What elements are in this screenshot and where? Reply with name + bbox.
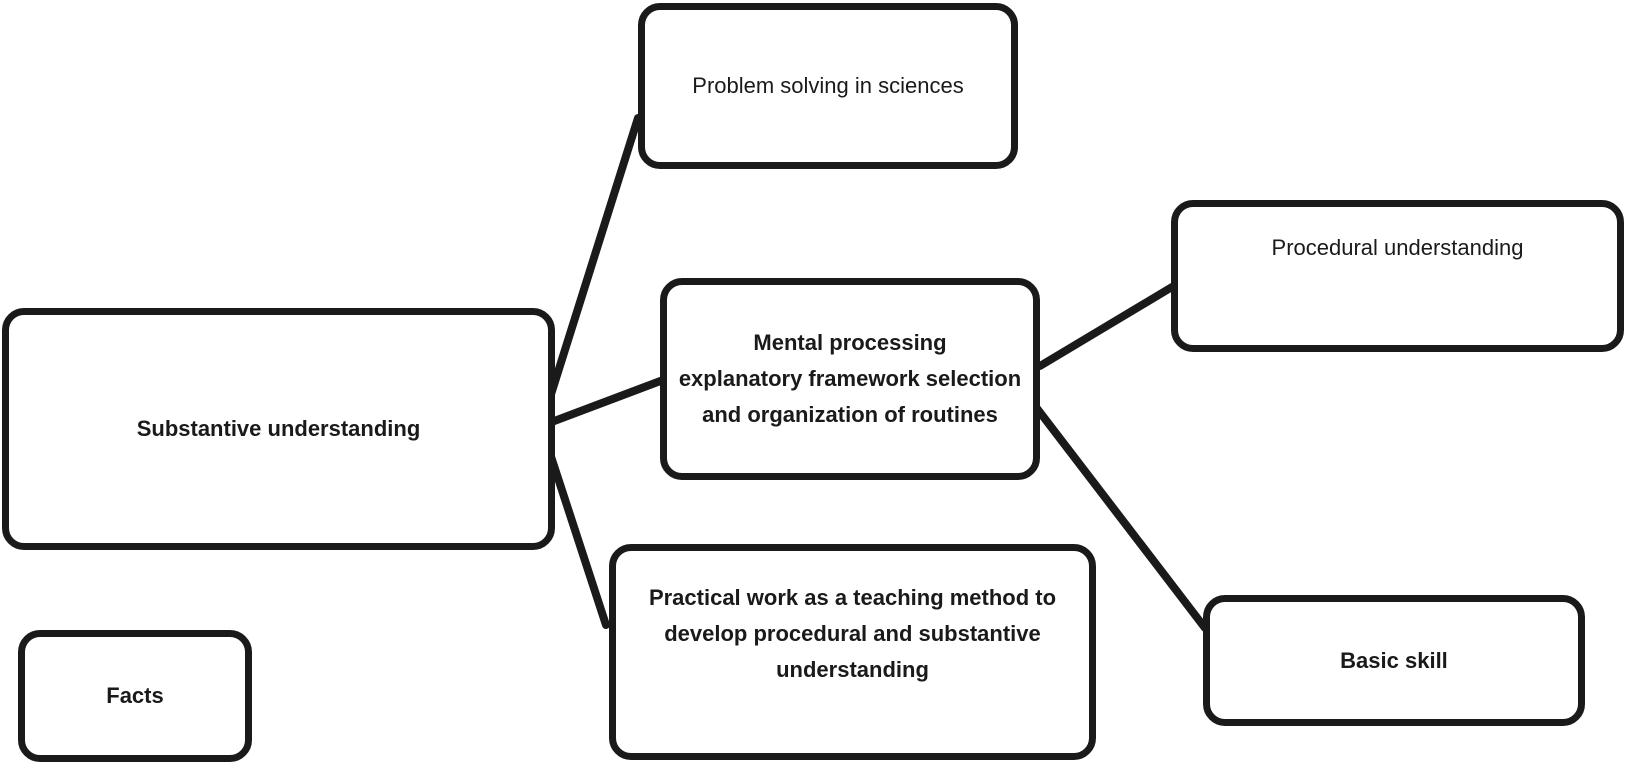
node-basic-skill-label: Basic skill bbox=[1340, 647, 1448, 673]
connector-substantive-to-problem bbox=[537, 114, 642, 430]
node-mental-processing: Mental processing explanatory framework … bbox=[660, 278, 1040, 480]
node-problem-solving: Problem solving in sciences bbox=[638, 3, 1018, 169]
node-procedural-understanding: Procedural understanding bbox=[1171, 200, 1624, 352]
node-facts: Facts bbox=[18, 630, 252, 762]
node-practical-work-label: Practical work as a teaching method to d… bbox=[648, 585, 1057, 682]
node-substantive-understanding-label: Substantive understanding bbox=[136, 416, 421, 441]
node-practical-work: Practical work as a teaching method to d… bbox=[609, 544, 1096, 760]
connector-mental-to-basic bbox=[1012, 377, 1209, 632]
node-basic-skill: Basic skill bbox=[1203, 595, 1585, 726]
connector-mental-to-procedural bbox=[1036, 283, 1176, 370]
node-substantive-understanding: Substantive understanding bbox=[2, 308, 555, 550]
node-mental-processing-label: Mental processing explanatory framework … bbox=[678, 330, 1022, 427]
node-facts-label: Facts bbox=[106, 683, 164, 708]
node-procedural-understanding-label: Procedural understanding bbox=[1271, 235, 1524, 260]
connector-substantive-to-mental bbox=[537, 376, 667, 430]
node-problem-solving-label: Problem solving in sciences bbox=[692, 73, 964, 98]
